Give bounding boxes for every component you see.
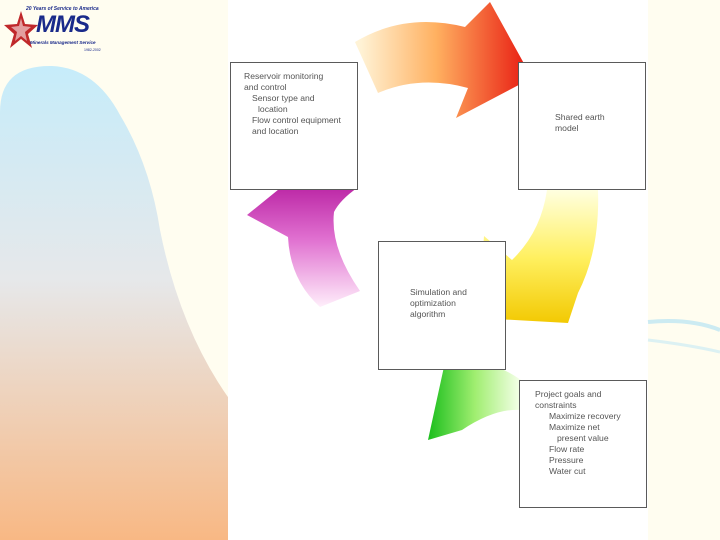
logo-years: 20 Years of Service to America [26,6,99,12]
goals-item-flow-rate: Flow rate [549,444,585,454]
earth-line-1: Shared earth [555,112,605,122]
goals-item-pressure: Pressure [549,455,584,465]
logo-mark: MMS [36,11,90,38]
reservoir-title-1: Reservoir monitoring [244,71,324,81]
mms-logo: 20 Years of Service to America MMS Miner… [4,4,116,54]
left-gradient-shape [0,65,230,540]
goals-item-npv: Maximize net [549,422,600,432]
reservoir-item-sensor: Sensor type and [252,93,315,103]
shared-earth-model-box: Shared earth model [518,62,646,190]
earth-line-2: model [555,123,579,133]
reservoir-monitoring-box: Reservoir monitoring and control Sensor … [230,62,358,190]
simulation-optimization-box: Simulation and optimization algorithm [378,241,506,370]
sim-line-3: algorithm [410,309,446,319]
goals-title-1: Project goals and [535,389,602,399]
arrow-reservoir-to-earth-model [355,2,532,118]
reservoir-title-2: and control [244,82,287,92]
reservoir-item-sensor-cont: location [258,104,288,114]
arrow-simulation-to-reservoir [247,172,360,307]
reservoir-item-flow-control: Flow control equipment [252,115,341,125]
arrow-goals-to-simulation [428,353,521,440]
star-icon [4,11,38,48]
reservoir-item-flow-control-cont: and location [252,126,299,136]
arrow-earth-model-to-simulation [478,190,599,323]
sim-line-1: Simulation and [410,287,467,297]
project-goals-box: Project goals and constraints Maximize r… [519,380,647,508]
sim-line-2: optimization [410,298,456,308]
goals-item-water-cut: Water cut [549,466,586,476]
goals-item-recovery: Maximize recovery [549,411,621,421]
logo-subtitle: Minerals Management Service [30,40,96,45]
goals-item-npv-cont: present value [557,433,609,443]
goals-title-2: constraints [535,400,577,410]
logo-dates: 1982-2002 [84,48,101,52]
